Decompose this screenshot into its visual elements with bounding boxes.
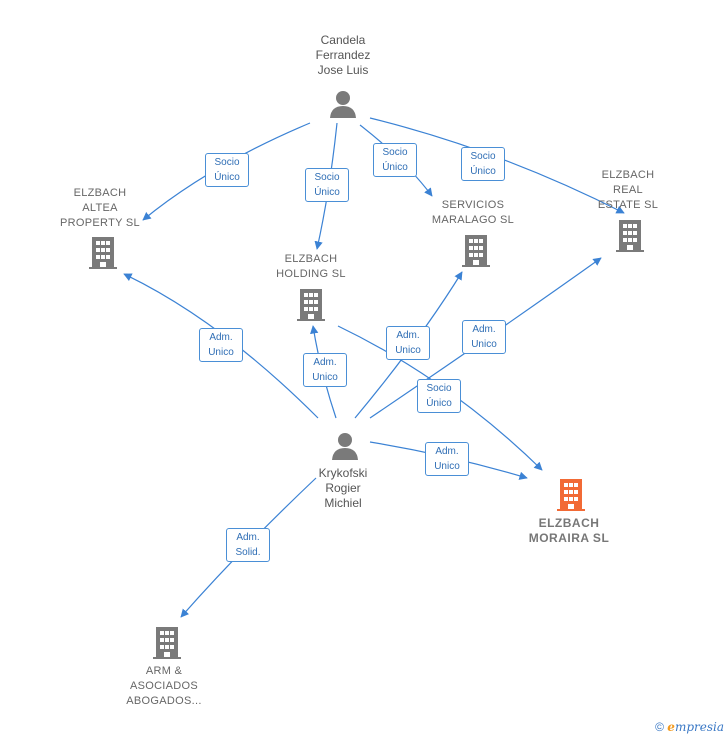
building-icon[interactable] [152,626,182,660]
person-name-candela[interactable]: Candela Ferrandez Jose Luis [315,33,371,77]
edge-label-adm-unico: Adm. Unico [386,326,430,360]
building-icon[interactable] [88,236,118,270]
edge-label-adm-unico: Adm. Unico [199,328,243,362]
brand-logo[interactable]: empresia [667,720,724,734]
edge-label-adm-unico: Adm. Unico [425,442,469,476]
building-icon[interactable] [461,234,491,268]
building-icon[interactable] [556,478,586,512]
edge-label-socio-unico: Socio Único [305,168,349,202]
building-icon[interactable] [296,288,326,322]
company-name-servicios[interactable]: SERVICIOS MARALAGO SL [431,199,515,226]
person-name-krykofski[interactable]: Krykofski Rogier Michiel [318,466,368,510]
company-name-holding[interactable]: ELZBACH HOLDING SL [276,253,346,280]
edge-label-adm-unico: Adm. Unico [462,320,506,354]
company-name-arm[interactable]: ARM & ASOCIADOS ABOGADOS... [126,665,202,707]
copyright-icon: © [655,720,664,734]
edge-label-adm-solid: Adm. Solid. [226,528,270,562]
edge-label-socio-unico: Socio Único [417,379,461,413]
building-icon[interactable] [615,219,645,253]
company-name-altea[interactable]: ELZBACH ALTEA PROPERTY SL [60,187,140,229]
edge-label-socio-unico: Socio Único [461,147,505,181]
company-name-real-estate[interactable]: ELZBACH REAL ESTATE SL [597,169,659,211]
edge-label-socio-unico: Socio Único [373,143,417,177]
edge-label-socio-unico: Socio Único [205,153,249,187]
person-icon[interactable] [331,431,359,461]
edge-label-adm-unico: Adm. Unico [303,353,347,387]
company-name-moraira[interactable]: ELZBACH MORAIRA SL [528,516,610,545]
copyright-brand: © empresia [655,720,724,734]
person-icon[interactable] [329,89,357,119]
